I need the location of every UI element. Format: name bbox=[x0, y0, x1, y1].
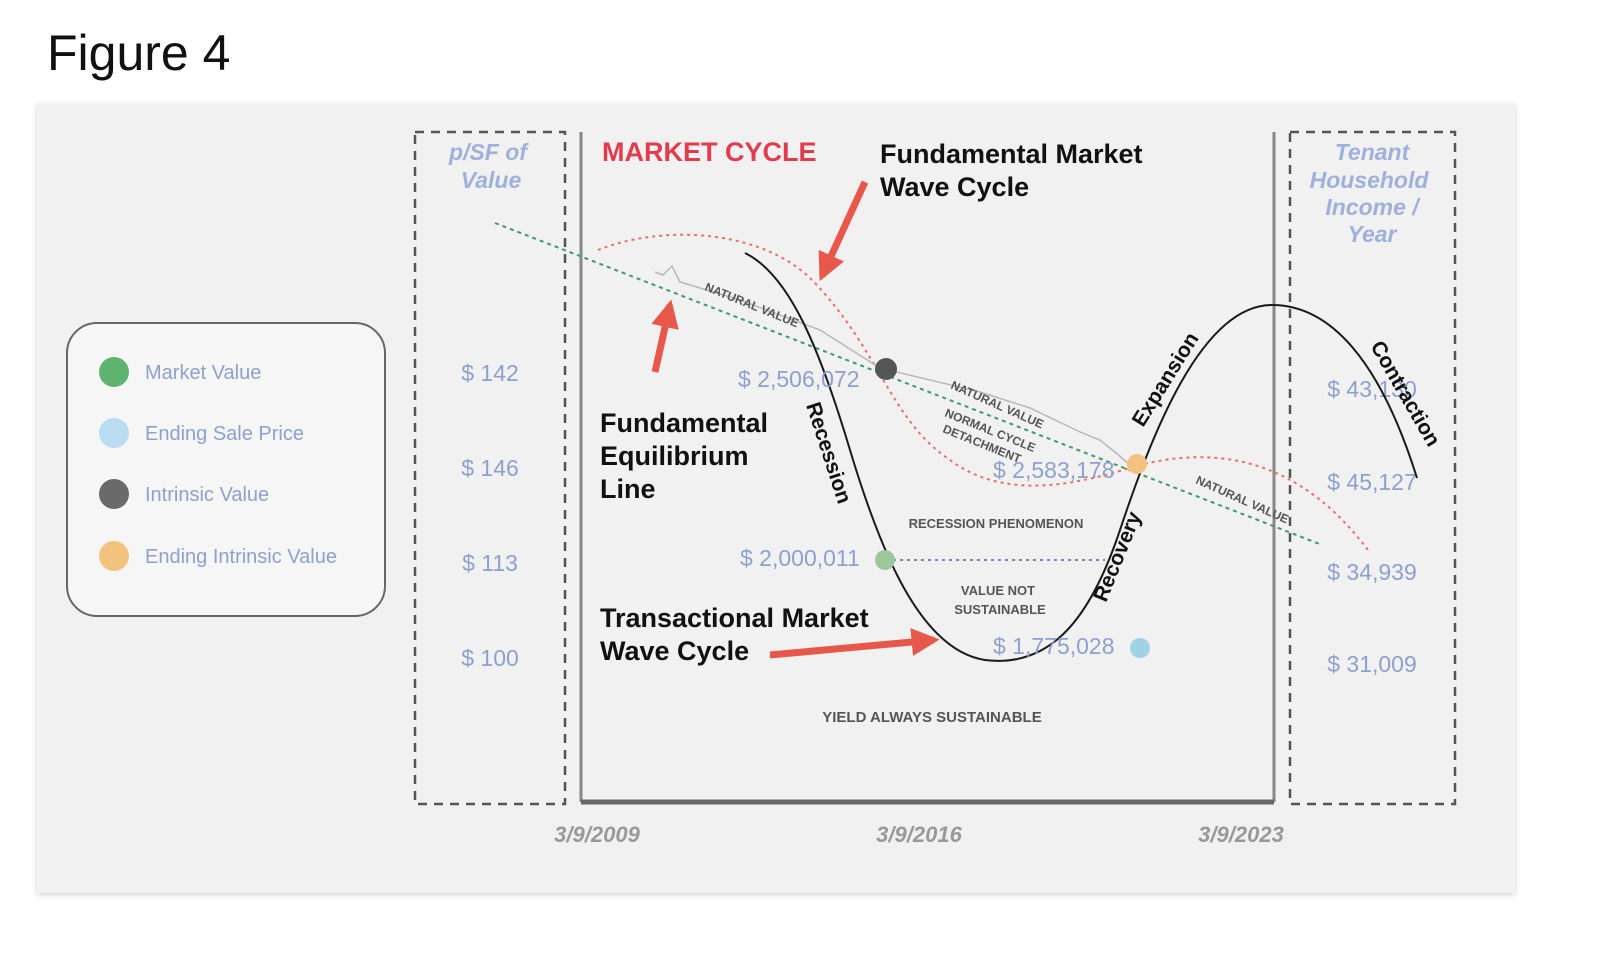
x-axis-label: 3/9/2009 bbox=[554, 822, 640, 847]
legend-market-value: Market Value bbox=[145, 362, 261, 384]
left-axis-value: $ 113 bbox=[462, 550, 518, 576]
legend: Market Value Ending Sale Price Intrinsic… bbox=[66, 322, 386, 617]
phase-recession: Recession bbox=[801, 399, 855, 506]
legend-ending-sale-price-swatch bbox=[99, 418, 129, 448]
phase-recovery: Recovery bbox=[1089, 508, 1146, 605]
legend-intrinsic-value: Intrinsic Value bbox=[145, 484, 269, 506]
right-axis-header-line2: Household bbox=[1310, 167, 1430, 193]
fundamental-wave-label-line1: Fundamental Market bbox=[880, 139, 1143, 169]
fundamental-wave-label-line2: Wave Cycle bbox=[880, 172, 1029, 202]
equilibrium-arrow bbox=[651, 299, 679, 373]
fundamental-wave bbox=[597, 233, 1369, 551]
main-frame bbox=[579, 132, 1276, 805]
value-not-sustainable-line1: VALUE NOT bbox=[961, 583, 1035, 598]
legend-ending-sale-price: Ending Sale Price bbox=[145, 423, 304, 445]
transactional-wave bbox=[744, 252, 1418, 662]
market-value-dot bbox=[875, 550, 895, 570]
right-axis-value: $ 31,009 bbox=[1327, 651, 1417, 677]
fundamental-wave-arrow bbox=[818, 180, 869, 282]
ending-sale-price-label: $ 1,775,028 bbox=[993, 633, 1115, 659]
right-axis-column: Tenant Household Income / Year $ 43,130 … bbox=[1288, 130, 1457, 806]
right-axis-value: $ 45,127 bbox=[1327, 469, 1417, 495]
left-axis-column: p/SF of Value $ 142 $ 146 $ 113 $ 100 bbox=[413, 130, 567, 806]
recession-phenomenon-label: RECESSION PHENOMENON bbox=[909, 516, 1084, 531]
equilibrium-label-line2: Equilibrium bbox=[600, 441, 749, 471]
intrinsic-value-label: $ 2,506,072 bbox=[738, 366, 860, 392]
right-axis-header-line1: Tenant bbox=[1335, 139, 1411, 165]
equilibrium-label-line3: Line bbox=[600, 474, 656, 504]
market-cycle-title: MARKET CYCLE bbox=[602, 137, 817, 167]
transactional-wave-label-line1: Transactional Market bbox=[600, 603, 869, 633]
natural-value-label: NATURAL VALUE bbox=[1194, 473, 1291, 526]
equilibrium-label-line1: Fundamental bbox=[600, 408, 768, 438]
legend-intrinsic-value-swatch bbox=[99, 479, 129, 509]
x-axis-label: 3/9/2023 bbox=[1198, 822, 1284, 847]
transactional-wave-label-line2: Wave Cycle bbox=[600, 636, 749, 666]
legend-ending-intrinsic-value-swatch bbox=[99, 541, 129, 571]
phase-expansion: Expansion bbox=[1128, 328, 1204, 430]
ending-intrinsic-value-dot bbox=[1127, 454, 1147, 474]
legend-market-value-swatch bbox=[99, 357, 129, 387]
value-not-sustainable-line2: SUSTAINABLE bbox=[954, 602, 1046, 617]
right-axis-value: $ 34,939 bbox=[1327, 559, 1417, 585]
right-axis-header-line4: Year bbox=[1347, 221, 1397, 247]
left-axis-header-line2: Value bbox=[461, 167, 522, 193]
equilibrium-line bbox=[494, 222, 1323, 546]
market-value-label: $ 2,000,011 bbox=[740, 545, 860, 571]
x-axis-label: 3/9/2016 bbox=[876, 822, 962, 847]
ending-intrinsic-value-label: $ 2,583,178 bbox=[993, 457, 1115, 483]
right-axis-value: $ 43,130 bbox=[1327, 376, 1417, 402]
left-axis-value: $ 142 bbox=[461, 360, 519, 386]
figure-title: Figure 4 bbox=[47, 25, 231, 81]
left-axis-value: $ 100 bbox=[461, 645, 519, 671]
left-axis-header-line1: p/SF of bbox=[448, 139, 529, 165]
yield-always-sustainable-label: YIELD ALWAYS SUSTAINABLE bbox=[822, 709, 1041, 726]
intrinsic-value-dot bbox=[875, 358, 897, 380]
left-axis-value: $ 146 bbox=[461, 455, 519, 481]
transactional-wave-arrow bbox=[769, 628, 940, 659]
legend-ending-intrinsic-value: Ending Intrinsic Value bbox=[145, 546, 337, 568]
ending-sale-price-dot bbox=[1130, 638, 1150, 658]
natural-value-trace bbox=[654, 264, 1131, 466]
right-axis-header-line3: Income / bbox=[1325, 194, 1421, 220]
